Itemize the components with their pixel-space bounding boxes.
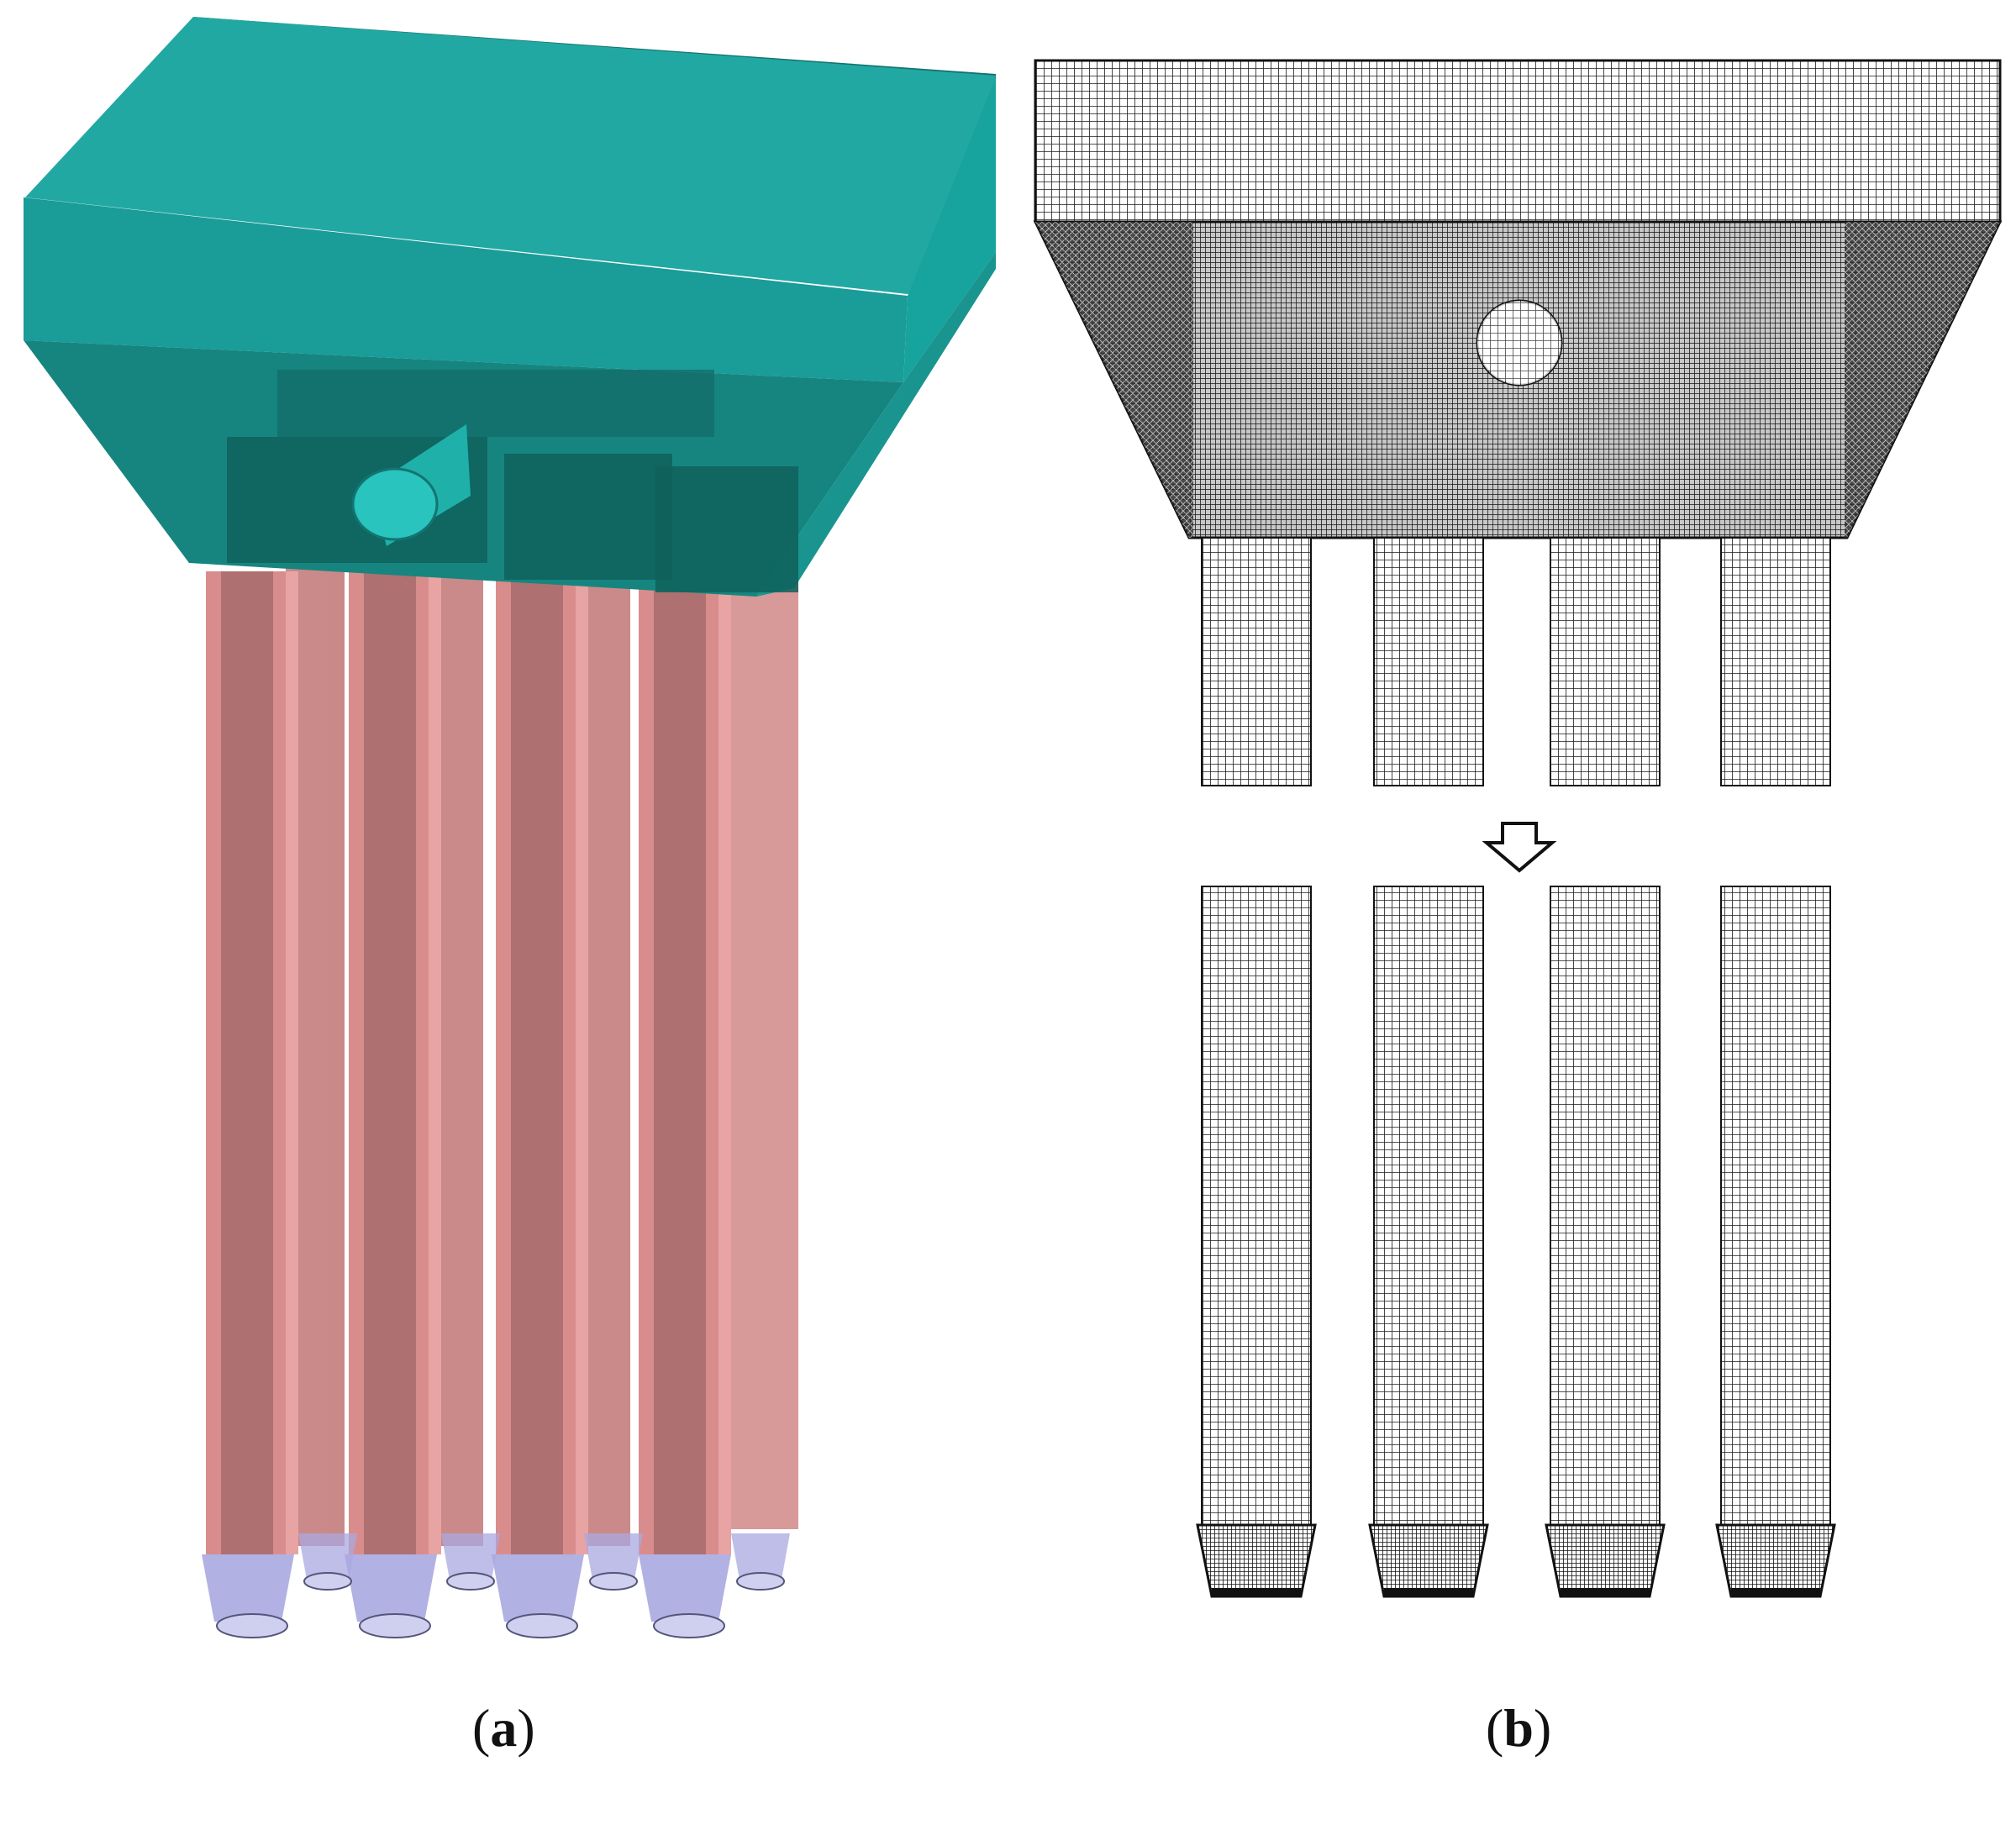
caption-panel-b: (b): [1486, 1698, 1552, 1758]
filter-bags-front-row: [206, 571, 731, 1554]
outlet-cone: [345, 1554, 437, 1638]
caption-panel-a: (a): [472, 1698, 535, 1758]
panel-b-computational-mesh: [1033, 59, 2003, 1598]
panel-a-3d-model: [24, 17, 996, 1638]
mesh-filter-bag: [1545, 537, 1666, 1598]
bag-outlet-cones: [202, 1533, 790, 1638]
hollow-down-arrow-icon: [1482, 822, 1557, 873]
filter-bag: [206, 571, 298, 1554]
outlet-cone-back: [731, 1533, 790, 1591]
outlet-cone-back: [441, 1533, 500, 1591]
filter-bag: [349, 571, 441, 1554]
outlet-cone: [639, 1554, 731, 1638]
mesh-inlet-circle: [1476, 299, 1563, 387]
outlet-cone-back: [298, 1533, 357, 1591]
outlet-cone-back: [584, 1533, 643, 1591]
dust-hopper-body: [24, 17, 996, 597]
mesh-hopper-top-block: [1034, 59, 2002, 223]
mesh-filter-bags: [1196, 537, 1836, 1598]
filter-bag: [639, 571, 731, 1554]
inlet-pipe: [351, 424, 471, 546]
filter-bags-back-row: [286, 529, 798, 1546]
outlet-cone: [202, 1554, 294, 1638]
filter-bag: [496, 571, 588, 1554]
mesh-filter-bag: [1196, 537, 1317, 1598]
outlet-cone: [492, 1554, 584, 1638]
mesh-filter-bag: [1368, 537, 1489, 1598]
mesh-filter-bag: [1715, 537, 1836, 1598]
